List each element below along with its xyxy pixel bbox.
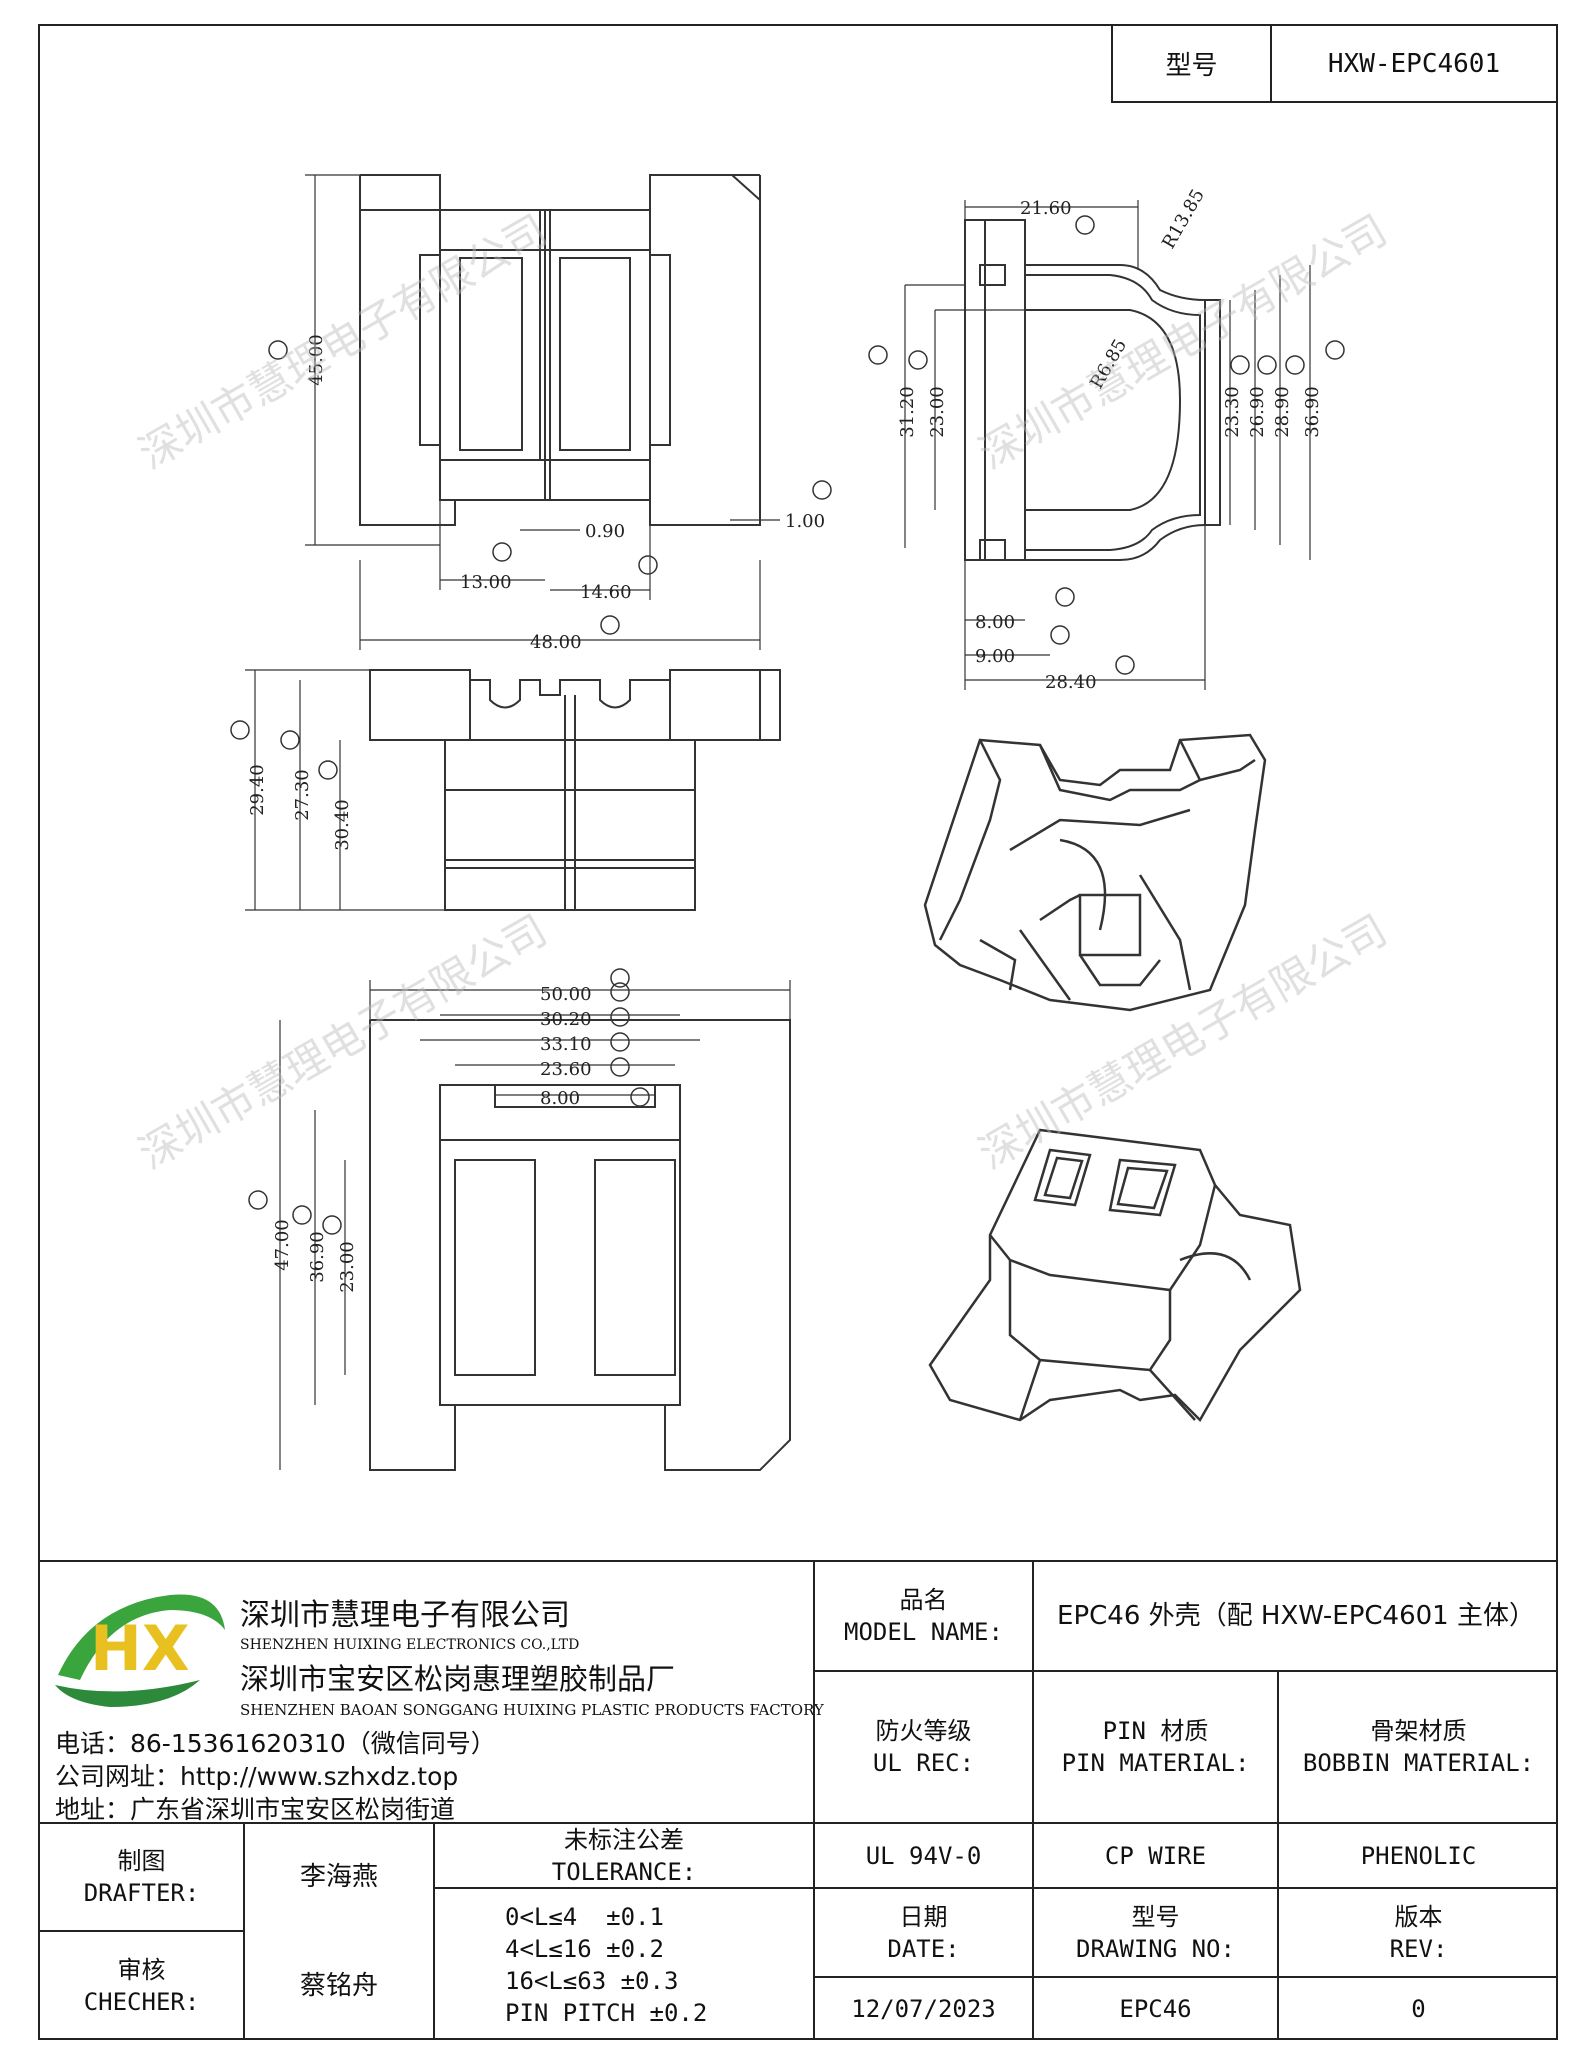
model-value: HXW-EPC4601 <box>1327 48 1501 79</box>
company-name-cn: 深圳市慧理电子有限公司 <box>240 1598 570 1633</box>
top-view <box>359 174 761 526</box>
dim-36-90-front: 36.90 <box>1302 386 1323 438</box>
date-label: 日期 DATE: <box>887 1902 960 1963</box>
front-view <box>964 219 1221 561</box>
spec-grid-row2 <box>38 1822 1558 1824</box>
dim-26-90: 26.90 <box>1247 386 1268 438</box>
people-grid-row <box>38 1930 243 1932</box>
drafter-label: 制图 DRAFTER: <box>83 1847 200 1907</box>
dim-30-20: 30.20 <box>540 1009 592 1030</box>
people-grid-col2 <box>433 1822 435 2040</box>
dim-27-30: 27.30 <box>292 769 313 821</box>
dim-8-00-bottom: 8.00 <box>540 1088 580 1109</box>
date-value: 12/07/2023 <box>851 1995 996 2023</box>
inspection-balloons <box>230 215 1345 1235</box>
checker-label: 审核 CHECHER: <box>83 1956 200 2016</box>
dim-23-00-bottom: 23.00 <box>337 1241 358 1293</box>
tolerance-line: PIN PITCH ±0.2 <box>505 1998 708 2027</box>
watermark-4: 深圳市慧理电子有限公司 <box>971 905 1396 1178</box>
dim-23-00-front: 23.00 <box>927 386 948 438</box>
dim-29-40: 29.40 <box>247 764 268 816</box>
tolerance-title: 未标注公差 TOLERANCE: <box>551 1825 697 1886</box>
ul-value: UL 94V-0 <box>865 1841 982 1870</box>
spec-grid-row3 <box>433 1887 1558 1889</box>
dim-33-10: 33.10 <box>540 1034 592 1055</box>
tolerance-line: 16<L≤63 ±0.3 <box>505 1966 679 1995</box>
spec-grid-row4 <box>813 1976 1558 1978</box>
isometric-view-bottom <box>928 1128 1302 1423</box>
dim-r13-85: R13.85 <box>1158 186 1209 253</box>
checker-name: 蔡铭舟 <box>299 1971 378 2001</box>
model-name-value: EPC46 外壳（配 HXW-EPC4601 主体） <box>1057 1601 1535 1631</box>
tolerance-line: 0<L≤4 ±0.1 <box>505 1902 664 1931</box>
dim-9-00: 9.00 <box>975 646 1015 667</box>
logo-text: HX <box>90 1612 190 1685</box>
dim-28-90: 28.90 <box>1272 386 1293 438</box>
rev-value: 0 <box>1411 1995 1426 2023</box>
dim-50-00: 50.00 <box>540 984 592 1005</box>
technical-drawing: 45.00 0.90 1.00 13.00 14.60 48.00 21.60 … <box>131 174 1396 1471</box>
pin-material-value: CP WIRE <box>1104 1841 1207 1870</box>
model-box-divider <box>1270 24 1272 103</box>
dim-31-20: 31.20 <box>897 386 918 438</box>
dim-45: 45.00 <box>306 334 327 386</box>
isometric-view-top <box>923 733 1267 1012</box>
drafter-name: 李海燕 <box>299 1862 378 1892</box>
company-name-en: SHENZHEN HUIXING ELECTRONICS CO.,LTD <box>240 1637 580 1653</box>
factory-name-en: SHENZHEN BAOAN SONGGANG HUIXING PLASTIC … <box>240 1701 824 1719</box>
watermark-3: 深圳市慧理电子有限公司 <box>131 905 556 1178</box>
spec-grid-left-border <box>813 1560 815 2040</box>
side-view <box>369 669 781 911</box>
dim-14-60: 14.60 <box>580 582 632 603</box>
spec-grid-col2 <box>1277 1670 1279 2040</box>
bobbin-material-value: PHENOLIC <box>1360 1841 1477 1870</box>
dim-28-40: 28.40 <box>1045 672 1097 693</box>
dim-48-00: 48.00 <box>530 632 582 653</box>
spec-grid-col1 <box>1032 1560 1034 2040</box>
rev-label: 版本 REV: <box>1389 1902 1448 1963</box>
dim-36-90-bottom: 36.90 <box>307 1231 328 1283</box>
dim-23-60: 23.60 <box>540 1059 592 1080</box>
people-grid-col1 <box>243 1822 245 2040</box>
factory-name-cn: 深圳市宝安区松岗惠理塑胶制品厂 <box>240 1662 676 1696</box>
model-label: 型号 <box>1165 51 1218 81</box>
dim-1-00: 1.00 <box>785 511 825 532</box>
tolerance-line: 4<L≤16 ±0.2 <box>505 1934 664 1963</box>
dim-13-00: 13.00 <box>460 572 512 593</box>
bobbin-material-label: 骨架材质 BOBBIN MATERIAL: <box>1302 1717 1535 1777</box>
dim-21-60: 21.60 <box>1020 198 1072 219</box>
drawing-no-value: EPC46 <box>1119 1995 1192 2023</box>
spec-grid-row1 <box>813 1670 1558 1672</box>
company-logo: HX <box>55 1594 225 1707</box>
tolerance-table: 0<L≤4 ±0.1 4<L≤16 ±0.2 16<L≤63 ±0.3 PIN … <box>435 1889 813 2040</box>
title-block-top-border <box>38 1560 1558 1562</box>
dim-0-90: 0.90 <box>585 521 625 542</box>
dimension-lines <box>245 174 1311 1470</box>
ul-rec-label: 防火等级 UL REC: <box>872 1717 975 1777</box>
bottom-view <box>369 1019 791 1471</box>
drawing-frame <box>38 24 1558 2040</box>
watermark-1: 深圳市慧理电子有限公司 <box>131 205 556 478</box>
company-website: 公司网址：http://www.szhxdz.top <box>55 1762 459 1791</box>
dim-23-30: 23.30 <box>1222 386 1243 438</box>
drawing-no-label: 型号 DRAWING NO: <box>1076 1902 1235 1963</box>
dim-47-00: 47.00 <box>272 1219 293 1271</box>
model-name-label: 品名 MODEL NAME: <box>844 1586 1003 1646</box>
dim-8-00-front: 8.00 <box>975 612 1015 633</box>
company-phone: 电话：86-15361620310（微信同号） <box>55 1729 496 1758</box>
dim-30-40: 30.40 <box>332 799 353 851</box>
company-address: 地址：广东省深圳市宝安区松岗街道 <box>55 1795 456 1824</box>
pin-material-label: PIN 材质 PIN MATERIAL: <box>1061 1717 1250 1777</box>
model-box <box>1111 24 1558 103</box>
